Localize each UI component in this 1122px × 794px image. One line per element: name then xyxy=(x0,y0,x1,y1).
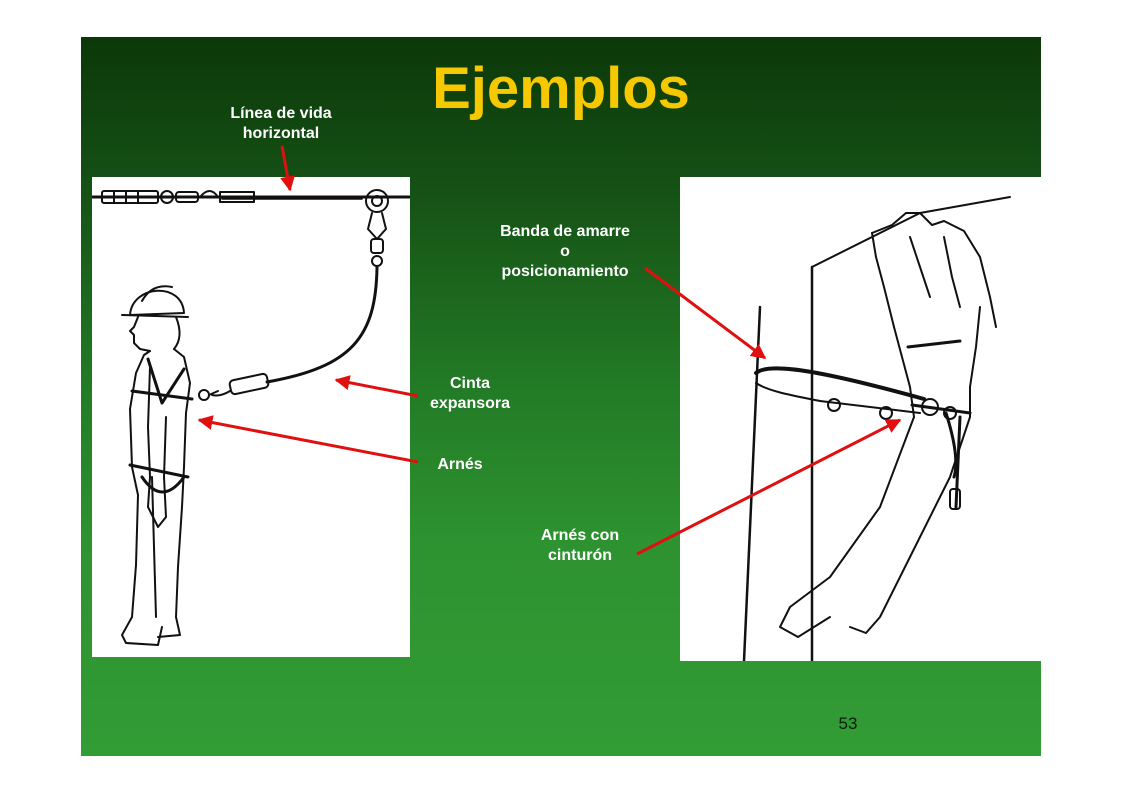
label-linea-vida: Línea de vida horizontal xyxy=(230,105,332,142)
label-cinta-expansora: Cinta expansora xyxy=(429,375,511,412)
label-banda-amarre: Banda de amarre o posicionamiento xyxy=(500,223,630,280)
page-number: 53 xyxy=(838,714,858,733)
illustration-pole-positioning xyxy=(680,177,1041,661)
worker-pole-drawing xyxy=(742,196,1011,661)
illustration-horizontal-lifeline xyxy=(92,177,410,657)
slide-title: Ejemplos xyxy=(432,56,690,121)
label-arnes: Arnés xyxy=(437,456,483,473)
label-arnes-cinturon: Arnés con cinturón xyxy=(540,527,620,564)
worker-lifeline-drawing xyxy=(92,189,410,646)
